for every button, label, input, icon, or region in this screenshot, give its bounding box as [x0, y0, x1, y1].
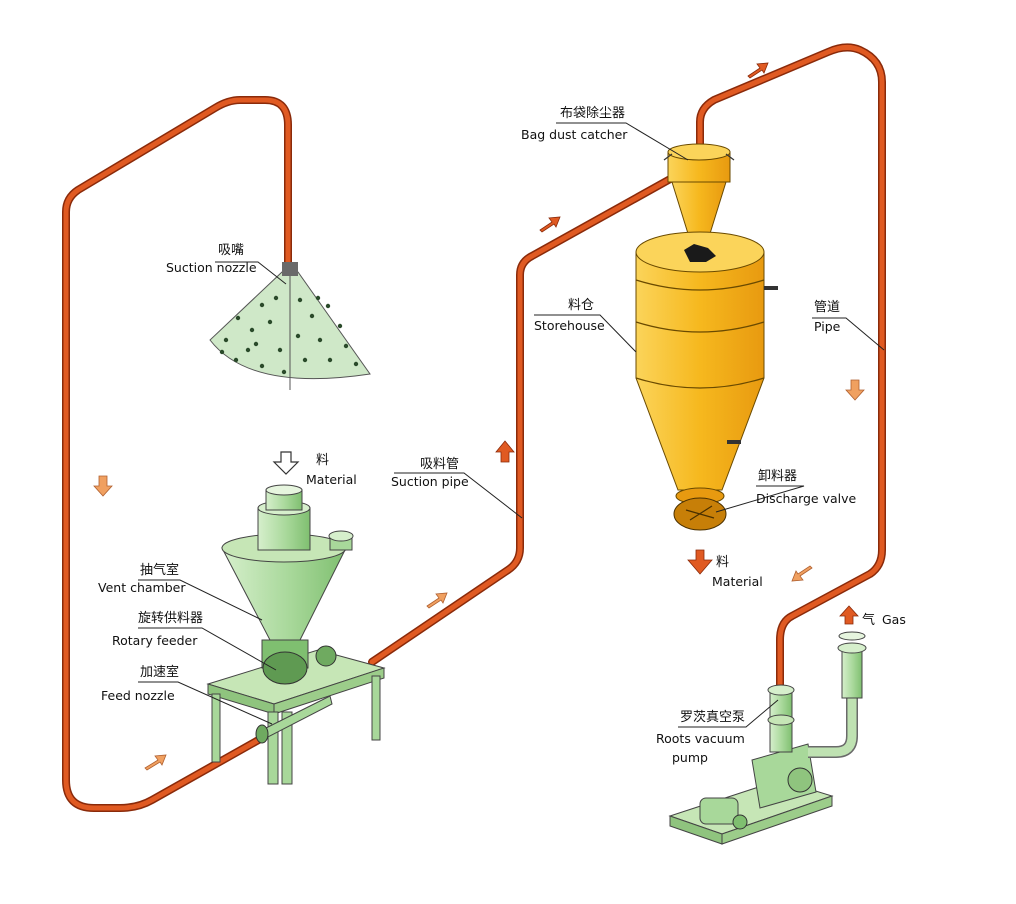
leader-feed-nozzle — [138, 681, 273, 725]
feeder-assembly — [206, 484, 386, 785]
leader-bag-dust-catcher — [556, 122, 689, 161]
label-roots-pump-en-1: Roots vacuum — [656, 731, 745, 746]
label-discharge-valve-cn: 卸料器 — [758, 468, 797, 484]
material-in-arrow — [272, 451, 300, 475]
flow-arrow-top-right — [747, 62, 769, 79]
label-gas-en: Gas — [882, 612, 906, 627]
leader-storehouse — [534, 314, 637, 353]
bag-dust-catcher — [663, 143, 735, 241]
label-material-out-en: Material — [712, 574, 763, 589]
label-material-in-cn: 料 — [316, 453, 329, 468]
leader-suction-pipe — [394, 472, 523, 519]
label-suction-pipe-cn: 吸料管 — [420, 457, 459, 472]
flow-arrow-diag-right-down — [791, 565, 813, 582]
conveying-pipe-loop-left — [62, 96, 292, 812]
flow-arrow-diag-upper-suction — [539, 216, 561, 233]
label-gas-cn: 气 — [862, 612, 875, 628]
label-material-in-en: Material — [306, 472, 357, 487]
label-feed-nozzle-en: Feed nozzle — [101, 688, 175, 703]
return-pipe — [696, 43, 886, 694]
label-rotary-feeder-en: Rotary feeder — [112, 633, 198, 648]
flow-arrow-down-right — [845, 379, 865, 401]
leader-rotary-feeder — [138, 627, 277, 671]
material-out-arrow — [687, 549, 713, 575]
leader-pipe — [812, 317, 885, 351]
label-vent-chamber-cn: 抽气室 — [140, 562, 179, 578]
flow-arrow-down-left — [93, 475, 113, 497]
label-pipe-en: Pipe — [814, 319, 841, 334]
label-rotary-feeder-cn: 旋转供料器 — [138, 611, 203, 626]
label-bag-dust-catcher-cn: 布袋除尘器 — [560, 106, 625, 121]
leader-roots-pump — [678, 699, 779, 728]
flow-arrow-diag-suction-pipe — [426, 592, 448, 609]
label-storehouse-en: Storehouse — [534, 318, 605, 333]
label-roots-pump-cn: 罗茨真空泵 — [680, 710, 745, 725]
storehouse-silo — [635, 231, 778, 531]
leader-discharge-valve — [715, 485, 805, 513]
label-vent-chamber-en: Vent chamber — [98, 580, 186, 595]
leader-vent-chamber — [138, 579, 263, 621]
label-feed-nozzle-cn: 加速室 — [140, 664, 179, 680]
suction-nozzle — [209, 262, 371, 390]
suction-pipe — [368, 174, 676, 666]
label-pipe-cn: 管道 — [814, 300, 840, 315]
gas-arrow — [839, 605, 859, 625]
label-suction-nozzle-cn: 吸嘴 — [218, 243, 244, 258]
label-discharge-valve-en: Discharge valve — [756, 491, 857, 506]
roots-vacuum-pump — [668, 631, 867, 845]
label-roots-pump-en-2: pump — [672, 750, 708, 765]
label-suction-nozzle-en: Suction nozzle — [166, 260, 257, 275]
label-material-out-cn: 料 — [716, 555, 729, 570]
label-storehouse-cn: 料仓 — [568, 298, 594, 313]
leader-suction-nozzle — [215, 261, 287, 285]
flow-arrow-diag-bottom-left — [144, 754, 167, 771]
label-bag-dust-catcher-en: Bag dust catcher — [521, 127, 628, 142]
label-suction-pipe-en: Suction pipe — [391, 474, 469, 489]
flow-arrow-up-suction-pipe — [495, 440, 515, 463]
